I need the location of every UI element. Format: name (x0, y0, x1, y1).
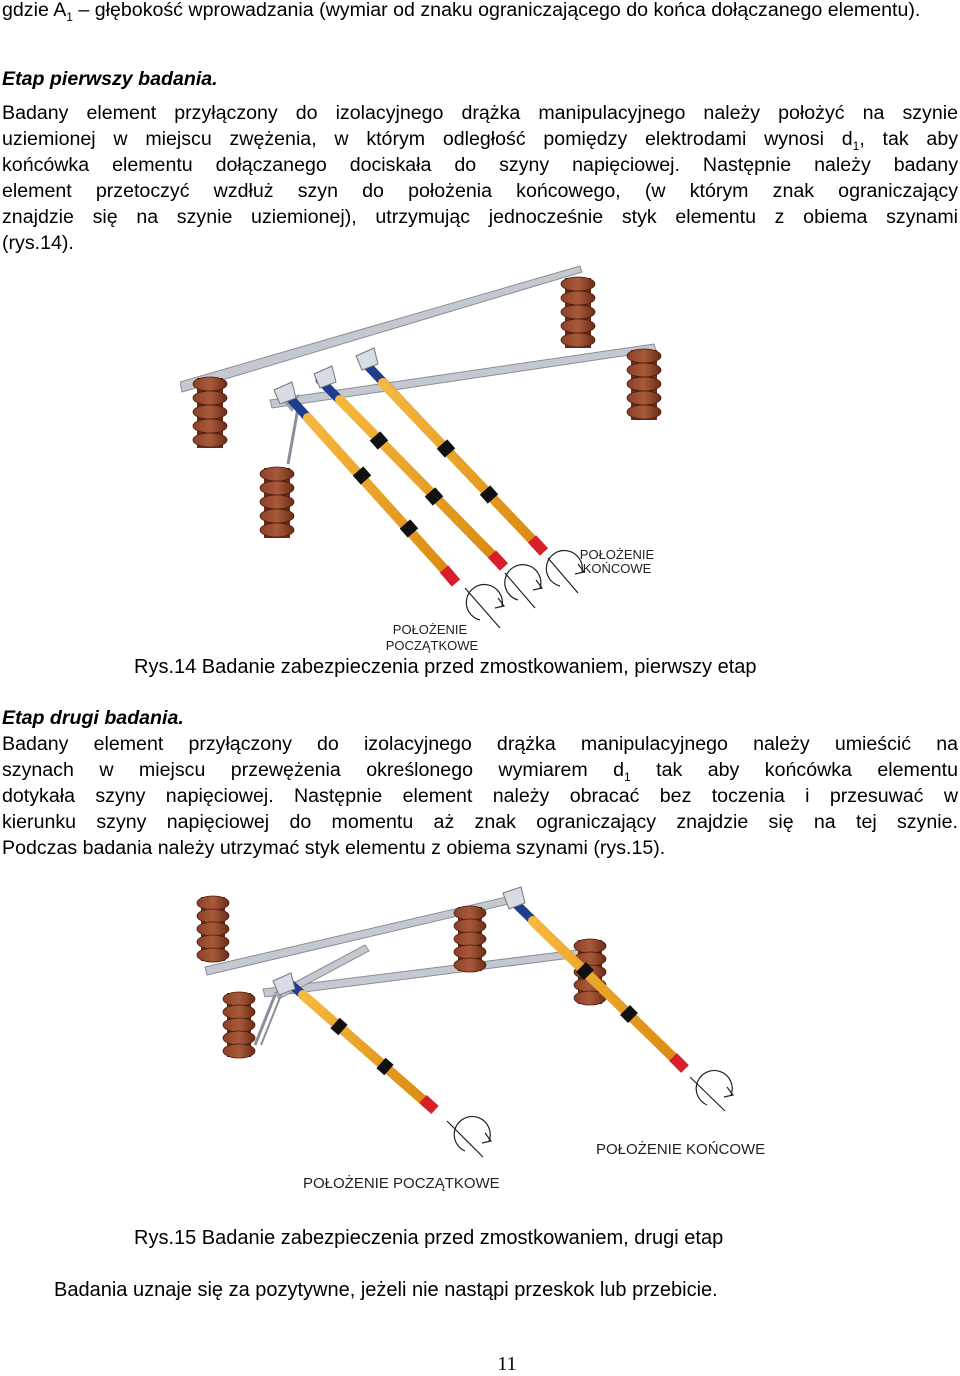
page-number: 11 (497, 1353, 517, 1375)
fig14-label-end-2: KOŃCOWE (582, 561, 652, 576)
figure14-caption: Rys.14 Badanie zabezpieczenia przed zmos… (134, 656, 757, 678)
stage1-line6: (rys.14). (2, 232, 74, 254)
rod-3 (360, 358, 549, 556)
stage2-line5: Podczas badania należy utrzymać styk ele… (2, 837, 666, 859)
stage1-line4: element przetoczyć wzdłuż szyn do położe… (2, 180, 958, 202)
stage2-line2-sub: 1 (624, 769, 631, 784)
stage2-line1: Badany element przyłączony do izolacyjne… (2, 733, 958, 755)
rod-a (282, 976, 439, 1115)
stage2-line4: kierunku szyny napięciowej do momentu aż… (2, 811, 958, 833)
intro-paragraph: gdzie A1 – głębokość wprowadzania (wymia… (2, 0, 958, 31)
stage2-line2-pre: szynach w miejscu przewężenia określoneg… (2, 759, 625, 781)
stage2-line2-post: tak aby końcówka elementu (630, 759, 958, 781)
fig15-label-start: POŁOŻENIE POCZĄTKOWE (303, 1175, 500, 1192)
figure14-illustration (180, 265, 662, 629)
fig14-label-end-1: POŁOŻENIE (579, 547, 655, 562)
figure15-caption: Rys.15 Badanie zabezpieczenia przed zmos… (134, 1227, 724, 1249)
stage1-heading: Etap pierwszy badania. (2, 68, 218, 90)
intro-rest: – głębokość wprowadzania (wymiar od znak… (72, 0, 921, 21)
stage1-line3: końcówka elementu dołączanego dociskała … (2, 154, 958, 176)
figure15-illustration (196, 886, 735, 1158)
stage1-line2-sub: 1 (852, 138, 860, 153)
stage1-line2-post: , tak aby (859, 128, 959, 150)
rod-b (510, 898, 689, 1073)
rod-1 (285, 393, 461, 587)
stage1-line5: znajdzie się na szynie uziemionej), utrz… (2, 206, 958, 228)
fig14-label-start-2: POCZĄTKOWE (385, 638, 479, 653)
fig15-label-end: POŁOŻENIE KOŃCOWE (596, 1141, 766, 1158)
intro-subscript: 1 (66, 9, 73, 24)
stage2-heading: Etap drugi badania. (2, 707, 184, 729)
conclusion-text: Badania uznaje się za pozytywne, jeżeli … (54, 1279, 718, 1301)
stage2-line3: dotykała szyny napięciowej. Następnie el… (2, 785, 958, 807)
stage1-line2-pre: uziemionej w miejscu zwężenia, w którym … (2, 128, 853, 150)
intro-prefix: gdzie A (2, 0, 67, 21)
stage2-line2: szynach w miejscu przewężenia określoneg… (2, 758, 958, 791)
stage1-line2: uziemionej w miejscu zwężenia, w którym … (2, 127, 958, 160)
stage1-line1: Badany element przyłączony do izolacyjne… (2, 102, 958, 124)
rod-2 (315, 375, 509, 571)
fig14-label-start-1: POŁOŻENIE (392, 622, 468, 637)
